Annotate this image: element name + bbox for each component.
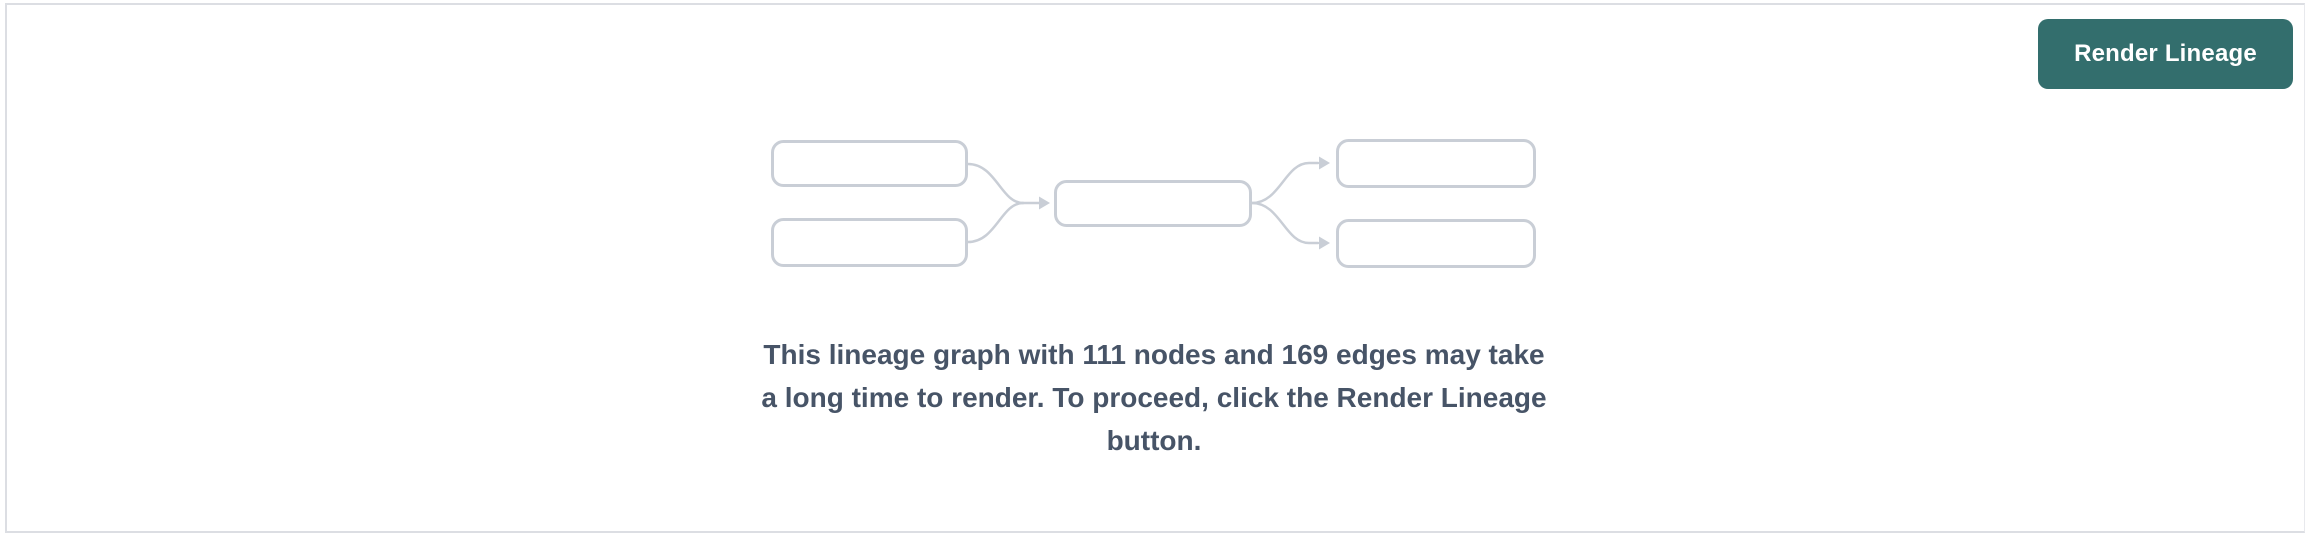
placeholder-node — [771, 218, 968, 267]
arrowhead-icon — [1319, 236, 1330, 250]
placeholder-node — [771, 140, 968, 187]
render-lineage-button[interactable]: Render Lineage — [2038, 19, 2293, 89]
render-warning-line: This lineage graph with 111 nodes and 16… — [763, 339, 1545, 370]
placeholder-node — [1054, 180, 1252, 227]
placeholder-nodes — [771, 139, 1536, 268]
lineage-panel — [5, 3, 2305, 533]
placeholder-arrowheads — [1039, 156, 1330, 250]
placeholder-node — [1336, 139, 1536, 188]
render-warning-line: a long time to render. To proceed, click… — [761, 382, 1547, 413]
render-warning-text: This lineage graph with 111 nodes and 16… — [744, 333, 1564, 462]
placeholder-edge — [966, 162, 1025, 205]
lineage-graph-icon — [771, 139, 1536, 268]
render-warning-line: button. — [1106, 425, 1202, 456]
arrowhead-icon — [1319, 156, 1330, 170]
placeholder-edge — [1250, 201, 1320, 245]
placeholder-edges — [966, 161, 1320, 245]
placeholder-edge — [966, 201, 1025, 244]
placeholder-node — [1336, 219, 1536, 268]
arrowhead-icon — [1039, 196, 1050, 210]
lineage-empty-state: This lineage graph with 111 nodes and 16… — [744, 139, 1564, 462]
placeholder-edge — [1250, 161, 1320, 205]
